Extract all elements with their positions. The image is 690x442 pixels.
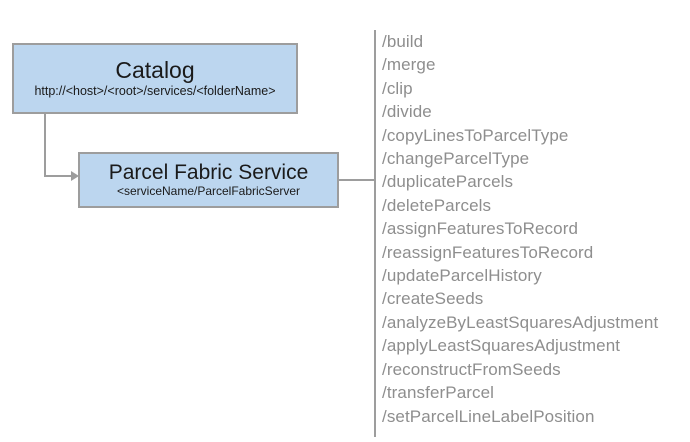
operation-item: /merge — [382, 55, 436, 75]
operation-item: /reassignFeaturesToRecord — [382, 242, 594, 262]
operation-item: /reconstructFromSeeds — [382, 359, 561, 379]
operation-item: /build — [382, 32, 424, 51]
operation-item: /createSeeds — [382, 289, 484, 309]
operation-item: /clip — [382, 78, 413, 98]
catalog-node-title: Catalog — [115, 57, 195, 84]
catalog-to-service-connector — [44, 114, 71, 177]
operation-item: /divide — [382, 102, 432, 122]
operation-item: /copyLinesToParcelType — [382, 125, 569, 145]
parcel-fabric-service-node: Parcel Fabric Service <serviceName/Parce… — [78, 152, 339, 208]
operation-item: /analyzeByLeastSquaresAdjustment — [382, 312, 659, 332]
parcel-fabric-service-node-path: <serviceName/ParcelFabricServer — [116, 183, 301, 198]
operation-item: /applyLeastSquaresAdjustment — [382, 336, 621, 356]
operation-item: /transferParcel — [382, 383, 495, 403]
catalog-node: Catalog http://<host>/<root>/services/<f… — [12, 43, 298, 114]
parcel-fabric-service-node-title: Parcel Fabric Service — [108, 160, 309, 184]
operations-list: /build/merge/clip/divide/copyLinesToParc… — [374, 30, 658, 437]
operation-item: /deleteParcels — [382, 195, 492, 215]
operation-item: /assignFeaturesToRecord — [382, 219, 579, 239]
operation-item: /changeParcelType — [382, 149, 530, 169]
operation-item: /duplicateParcels — [382, 172, 514, 192]
catalog-node-url: http://<host>/<root>/services/<folderNam… — [34, 84, 276, 99]
operation-item: /updateParcelHistory — [382, 266, 542, 286]
operation-item: /setParcelLineLabelPosition — [382, 406, 595, 426]
